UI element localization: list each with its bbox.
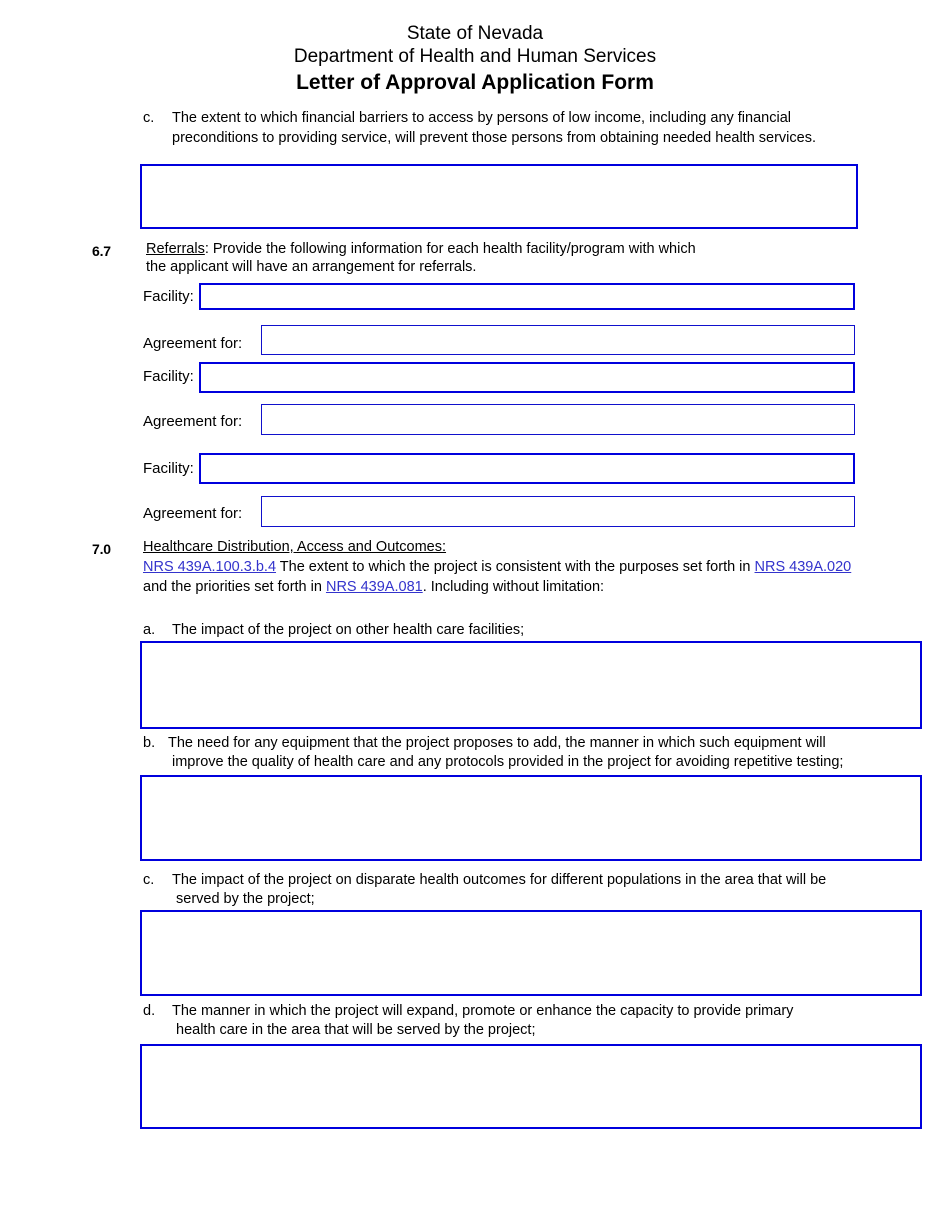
item-b-answer-box[interactable] xyxy=(140,775,922,861)
item-c-line2: served by the project; xyxy=(176,891,315,907)
facility-input-1[interactable] xyxy=(199,283,855,310)
item-d-line2: health care in the area that will be ser… xyxy=(176,1022,536,1038)
item-d-answer-box[interactable] xyxy=(140,1044,922,1129)
item-a-line1: The impact of the project on other healt… xyxy=(172,622,525,638)
page-title: Letter of Approval Application Form xyxy=(296,71,654,94)
section-7-0-heading-wrap: Healthcare Distribution, Access and Outc… xyxy=(143,538,883,558)
item-b-letter: b. xyxy=(143,735,156,751)
section-7-0-heading: Healthcare Distribution, Access and Outc… xyxy=(143,539,447,555)
section-6-7-number: 6.7 xyxy=(92,243,111,259)
item-c-answer-box[interactable] xyxy=(140,910,922,996)
item-b-line2: improve the quality of health care and a… xyxy=(172,754,844,770)
agreement-input-1[interactable] xyxy=(261,325,855,355)
item-a-letter: a. xyxy=(143,622,156,638)
section-6-7-heading: Referrals xyxy=(146,241,205,257)
section-6-7-intro: Referrals: Provide the following informa… xyxy=(146,240,846,260)
agreement-label-1: Agreement for: xyxy=(143,335,243,352)
facility-label-1: Facility: xyxy=(143,288,194,305)
facility-input-2[interactable] xyxy=(199,362,855,393)
section-6-7-heading-suffix: : Provide the following information for … xyxy=(204,241,696,257)
section-7-0-body-text2: and the priorities set forth in xyxy=(143,578,326,595)
item-d-letter: d. xyxy=(143,1003,156,1019)
facility-label-2: Facility: xyxy=(143,368,194,385)
agreement-input-3[interactable] xyxy=(261,496,855,527)
item-c-top-answer-box[interactable] xyxy=(140,164,858,229)
agreement-label-3: Agreement for: xyxy=(143,505,243,522)
item-d-line1: The manner in which the project will exp… xyxy=(172,1003,794,1019)
item-a-answer-box[interactable] xyxy=(140,641,922,729)
facility-label-3: Facility: xyxy=(143,460,194,477)
nrs-439a-020-link[interactable]: NRS 439A.020 xyxy=(754,559,852,575)
section-7-0-body-text3: . Including without limitation: xyxy=(422,578,605,595)
nrs-439a-100-3-b-4-link[interactable]: NRS 439A.100.3.b.4 xyxy=(143,559,277,575)
agreement-input-2[interactable] xyxy=(261,404,855,435)
section-6-7-intro-line2: the applicant will have an arrangement f… xyxy=(146,259,477,275)
item-c-top-letter: c. xyxy=(143,110,155,126)
section-7-0-body: NRS 439A.100.3.b.4 The extent to which t… xyxy=(143,558,873,597)
section-7-0-body-text1: The extent to which the project is consi… xyxy=(276,559,751,575)
nrs-439a-081-link[interactable]: NRS 439A.081 xyxy=(325,578,423,595)
facility-input-3[interactable] xyxy=(199,453,855,484)
item-c-letter: c. xyxy=(143,872,155,888)
item-c-top-text: The extent to which financial barriers t… xyxy=(172,110,816,146)
item-b-line1: The need for any equipment that the proj… xyxy=(168,735,826,751)
page-header-department: Department of Health and Human Services xyxy=(293,46,657,67)
section-7-0-number: 7.0 xyxy=(92,541,111,557)
agreement-label-2: Agreement for: xyxy=(143,413,243,430)
page-header-state: State of Nevada xyxy=(406,23,544,44)
item-c-line1: The impact of the project on disparate h… xyxy=(172,872,827,888)
